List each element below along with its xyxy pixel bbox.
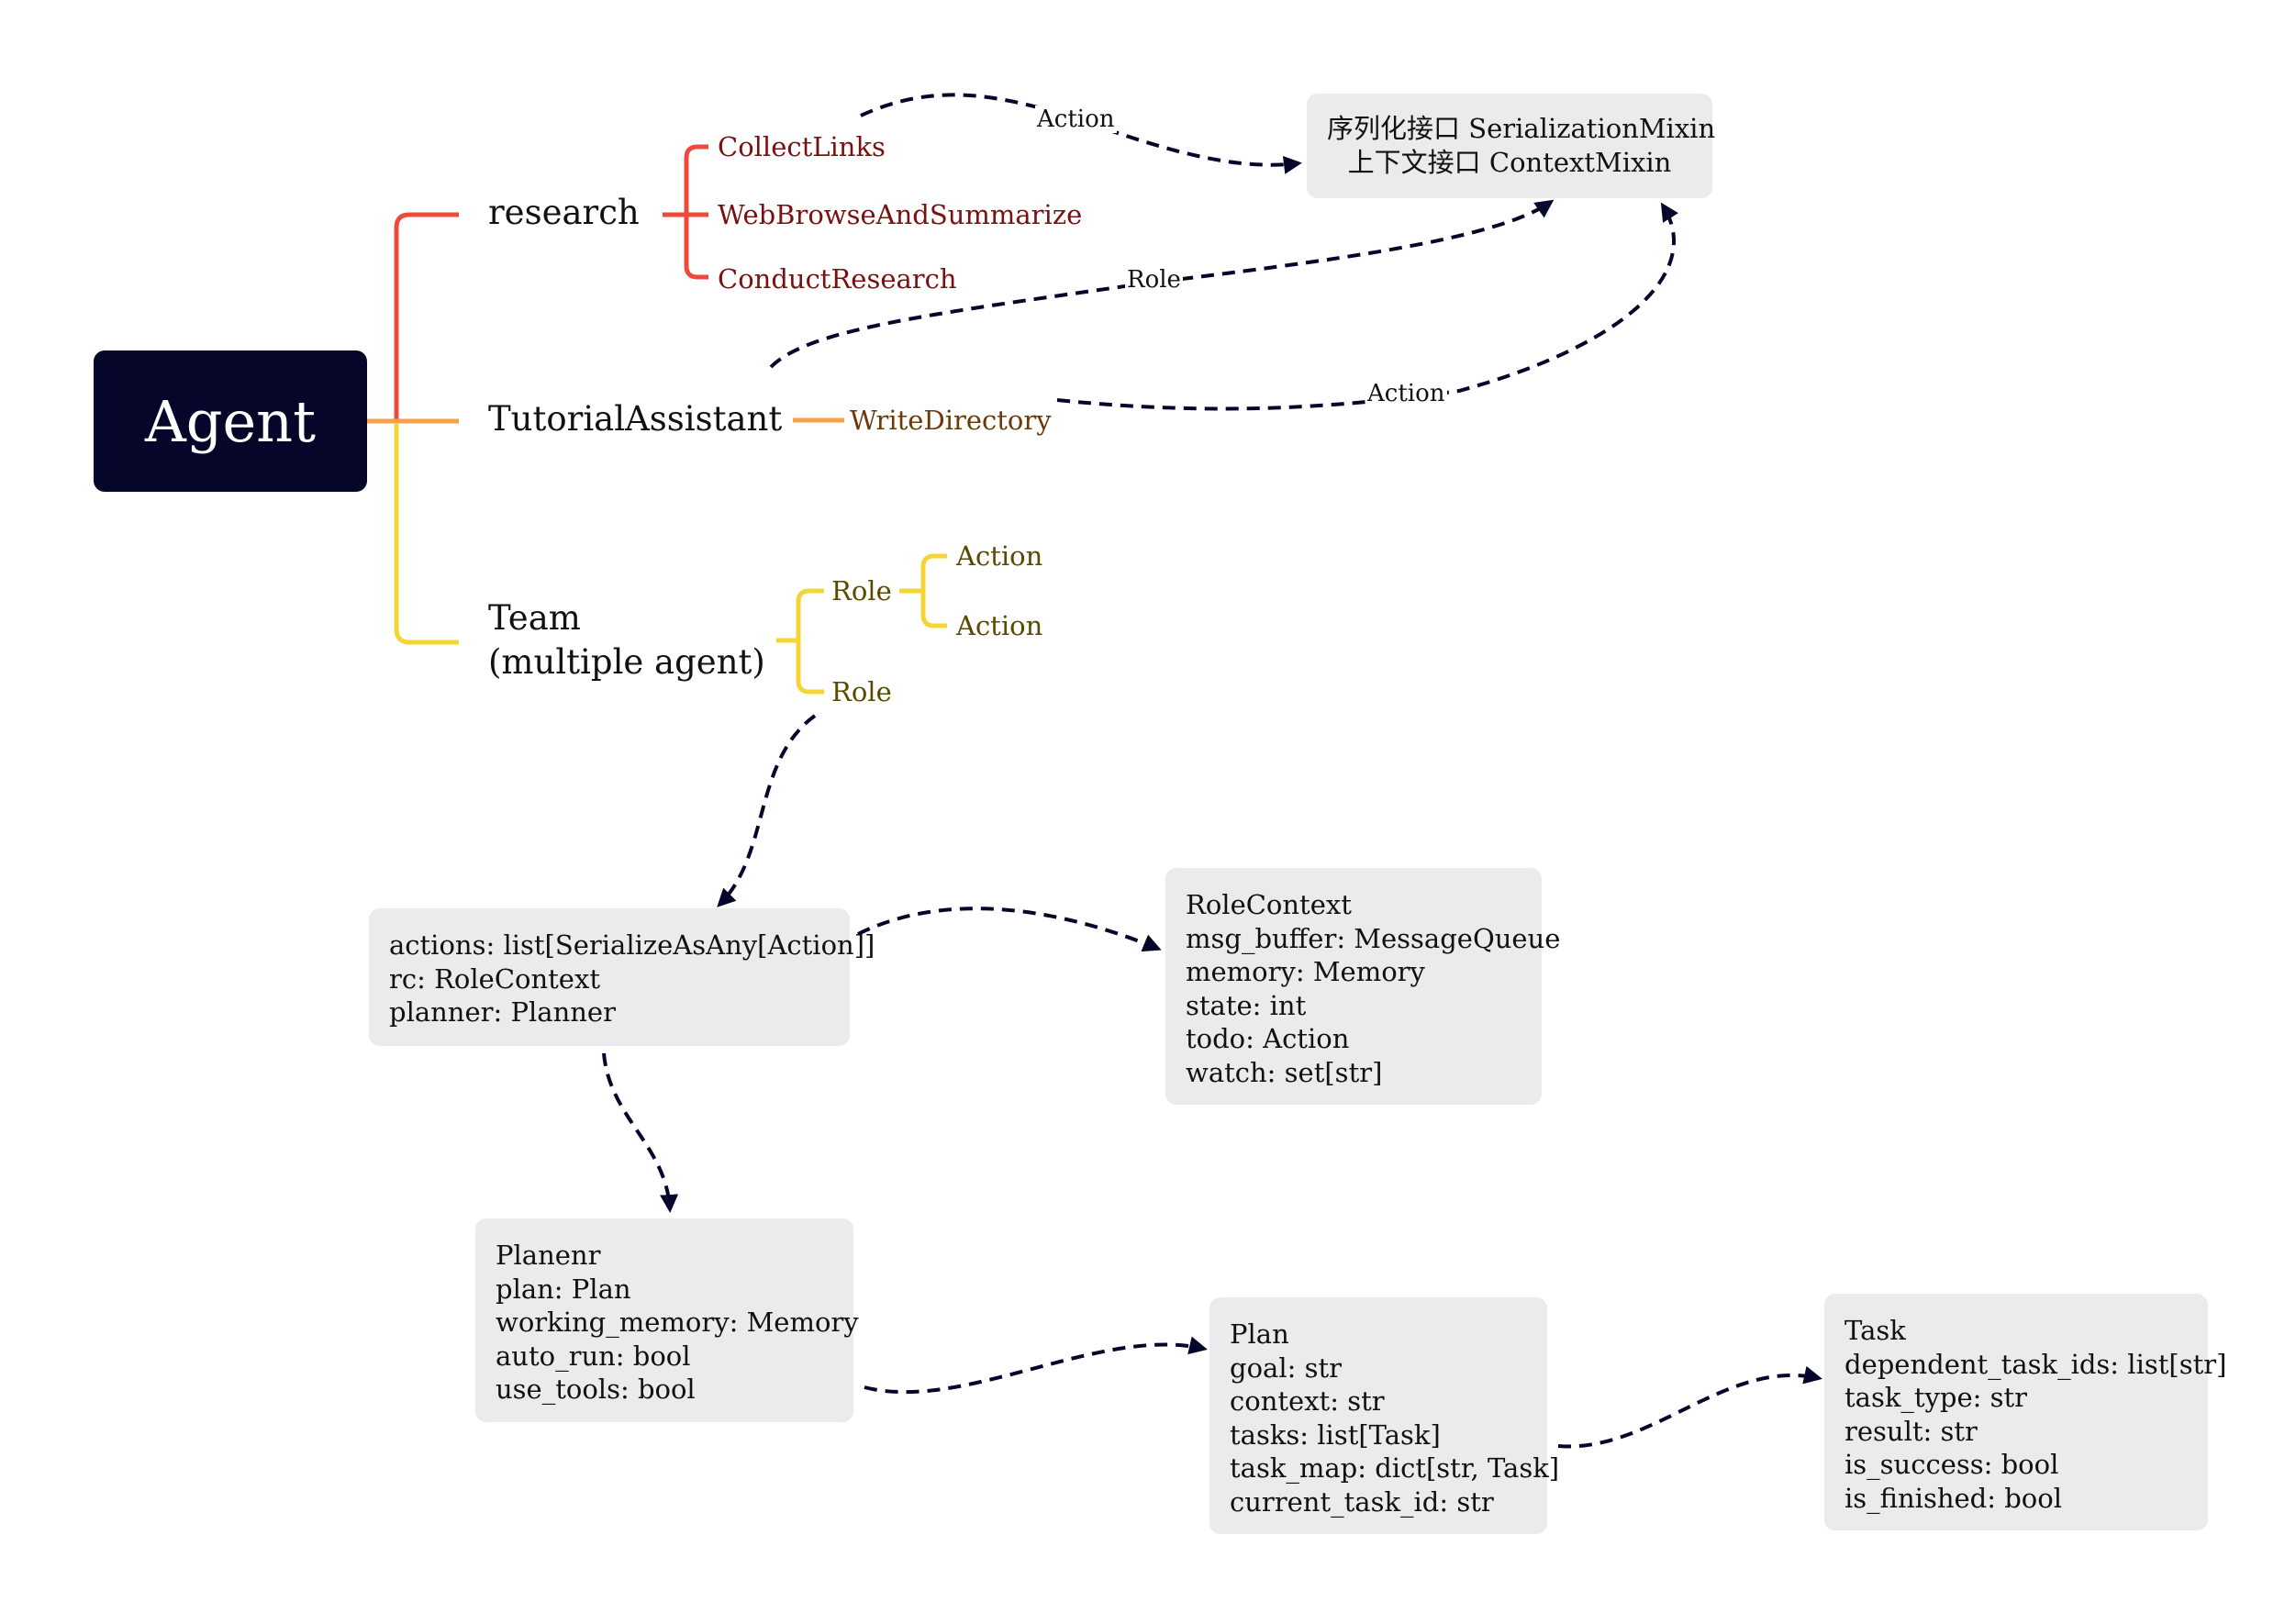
arrow-tutorial-to-mixin [769,199,1555,369]
box-role-fields-line: planner: Planner [389,996,616,1028]
node-team-line-1: Team [488,598,581,638]
box-role-fields[interactable]: actions: list[SerializeAsAny[Action]] rc… [369,908,875,1046]
box-role-context-line: RoleContext [1186,889,1352,920]
node-team-line-2: (multiple agent) [488,642,765,682]
node-role-2[interactable]: Role [831,676,892,707]
box-plan[interactable]: Plan goal: str context: str tasks: list[… [1209,1297,1560,1534]
box-mixin[interactable]: 序列化接口 SerializationMixin 上下文接口 ContextMi… [1307,94,1716,198]
edge-label-action-1: Action [1035,106,1117,133]
box-task-line: Task [1845,1315,1906,1346]
box-task-line: is_finished: bool [1845,1482,2062,1514]
box-role-context-line: watch: set[str] [1186,1056,1383,1088]
node-action-2[interactable]: Action [956,610,1043,641]
box-task[interactable]: Task dependent_task_ids: list[str] task_… [1824,1294,2227,1530]
box-planner-line: use_tools: bool [496,1374,696,1405]
connector-research-children [663,144,708,280]
box-plan-line: task_map: dict[str, Task] [1230,1452,1560,1484]
node-tutorial-assistant[interactable]: TutorialAssistant [488,399,783,439]
node-team[interactable]: Team (multiple agent) [488,596,765,684]
node-write-directory[interactable]: WriteDirectory [850,405,1052,436]
box-role-context-line: msg_buffer: MessageQueue [1186,922,1561,954]
box-role-context-line: todo: Action [1186,1023,1350,1054]
box-role-context-line: memory: Memory [1186,956,1425,987]
connector-team [394,424,459,645]
edge-label-role: Role [1125,266,1183,294]
box-task-line: task_type: str [1845,1382,2028,1413]
node-web-browse-and-summarize[interactable]: WebBrowseAndSummarize [718,199,1083,230]
arrow-fields-to-rolecontext [857,907,1162,952]
root-node-label: Agent [145,387,316,455]
edge-label-action-2: Action [1365,380,1447,407]
connector-research [367,212,459,424]
arrow-plan-to-task [1557,1365,1822,1449]
box-plan-line: tasks: list[Task] [1230,1418,1441,1451]
box-role-fields-line: rc: RoleContext [389,962,600,995]
node-action-1[interactable]: Action [956,540,1043,572]
box-planner-line: Planenr [496,1240,601,1271]
box-task-line: dependent_task_ids: list[str] [1845,1348,2227,1380]
box-planner[interactable]: Planenr plan: Plan working_memory: Memor… [475,1218,859,1422]
box-plan-line: goal: str [1230,1351,1342,1384]
connector-role-actions [899,553,947,628]
box-plan-line: current_task_id: str [1230,1485,1494,1518]
box-planner-line: plan: Plan [496,1273,631,1305]
arrow-role-to-fields [717,714,817,907]
arrow-fields-to-planner [602,1052,679,1213]
box-planner-line: working_memory: Memory [496,1307,859,1338]
root-node-agent[interactable]: Agent [94,350,367,492]
connector-team-roles [776,588,824,695]
box-mixin-line: 序列化接口 SerializationMixin [1327,113,1716,144]
box-plan-line: Plan [1230,1318,1289,1350]
node-research[interactable]: research [488,193,640,232]
box-task-line: is_success: bool [1845,1449,2059,1480]
node-collect-links[interactable]: CollectLinks [718,131,886,162]
arrow-planner-to-plan [864,1336,1208,1395]
box-role-context-line: state: int [1186,989,1307,1021]
box-role-fields-line: actions: list[SerializeAsAny[Action]] [389,929,875,961]
box-plan-line: context: str [1230,1385,1385,1417]
box-mixin-line: 上下文接口 ContextMixin [1347,146,1672,178]
node-role-1[interactable]: Role [831,575,892,606]
node-conduct-research[interactable]: ConductResearch [718,263,957,295]
box-role-context[interactable]: RoleContext msg_buffer: MessageQueue mem… [1165,868,1561,1105]
arrow-writedirectory-to-mixin [1056,202,1678,411]
box-planner-line: auto_run: bool [496,1340,691,1372]
box-task-line: result: str [1845,1415,1978,1447]
